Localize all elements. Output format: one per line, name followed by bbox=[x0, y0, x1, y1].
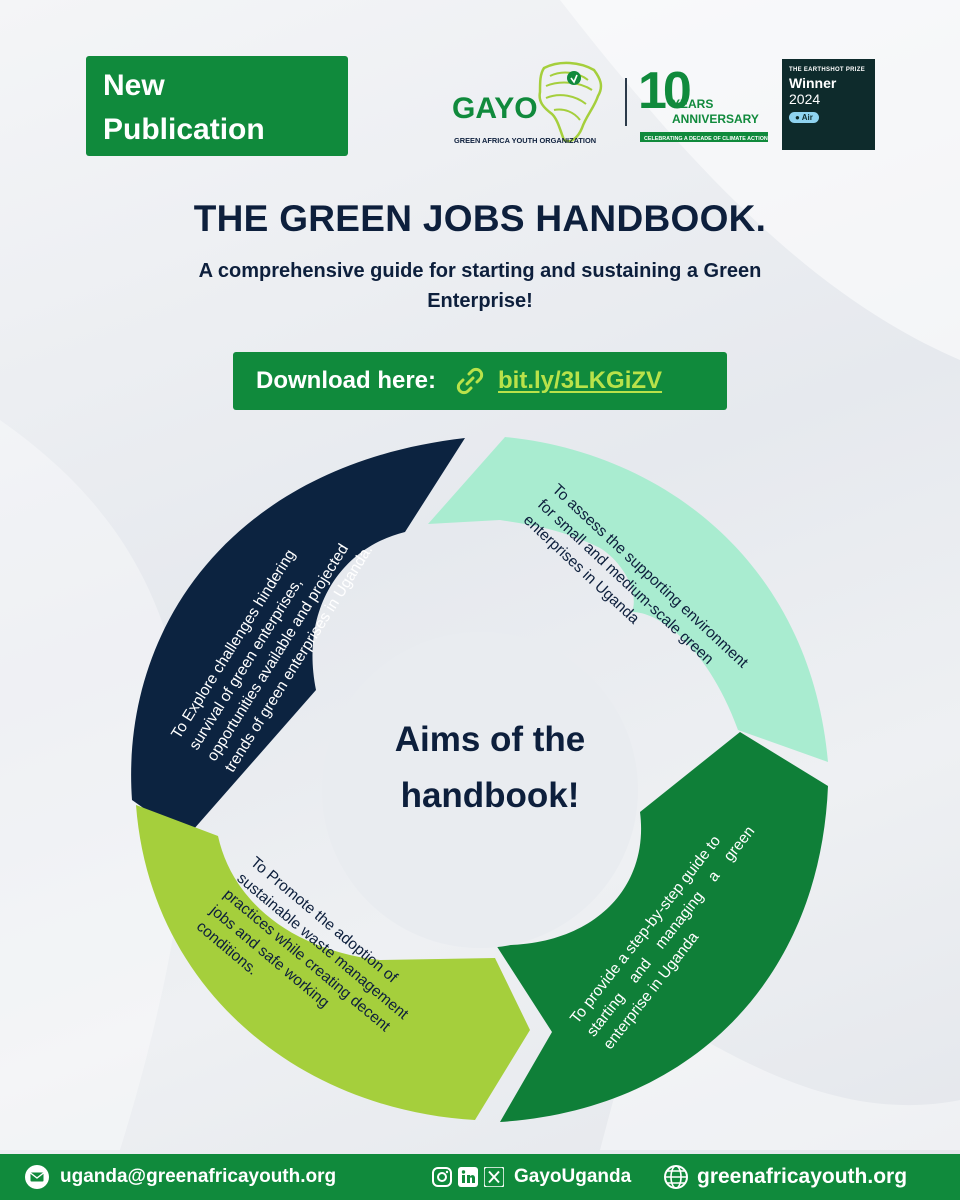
africa-map-icon bbox=[538, 61, 603, 143]
anniversary-years: YEARS bbox=[672, 97, 713, 111]
segment-guide bbox=[496, 732, 828, 1122]
mail-icon bbox=[25, 1165, 49, 1189]
anniversary-word: ANNIVERSARY bbox=[672, 112, 759, 126]
badge-line-1: New bbox=[103, 69, 165, 102]
earthshot-prize-badge: THE EARTHSHOT PRIZE Winner 2024 ● Air bbox=[782, 59, 875, 150]
link-icon bbox=[456, 367, 484, 395]
download-link[interactable]: bit.ly/3LKGiZV bbox=[498, 367, 663, 394]
new-publication-badge: New Publication bbox=[86, 56, 348, 156]
aims-center-title: Aims of the handbook! bbox=[394, 720, 586, 815]
globe-icon bbox=[664, 1165, 688, 1189]
gayo-tagline: GREEN AFRICA YOUTH ORGANIZATION bbox=[454, 136, 596, 145]
download-banner[interactable]: Download here: bit.ly/3LKGiZV bbox=[233, 352, 727, 410]
segment-explore bbox=[131, 438, 465, 838]
footer-social-handle[interactable]: GayoUganda bbox=[514, 1166, 632, 1187]
badge-line-2: Publication bbox=[103, 113, 265, 146]
earthshot-category-label: Air bbox=[801, 113, 813, 122]
anniversary-number: 10 bbox=[638, 62, 690, 120]
segment-assess bbox=[428, 437, 828, 762]
footer-email-text[interactable]: uganda@greenafricayouth.org bbox=[60, 1166, 337, 1187]
earthshot-year: 2024 bbox=[789, 91, 821, 107]
footer-website-text[interactable]: greenafricayouth.org bbox=[697, 1165, 908, 1188]
anniversary-banner: CELEBRATING A DECADE OF CLIMATE ACTION bbox=[644, 136, 768, 142]
download-label: Download here: bbox=[256, 367, 437, 394]
footer-social[interactable]: GayoUganda bbox=[432, 1166, 631, 1188]
footer-email[interactable]: uganda@greenafricayouth.org bbox=[24, 1164, 336, 1190]
page-title: THE GREEN JOBS HANDBOOK. bbox=[193, 198, 767, 239]
gayo-logo: GAYO GREEN AFRICA YOUTH ORGANIZATION bbox=[452, 61, 603, 145]
ten-years-anniversary-logo: 10 YEARS ANNIVERSARY CELEBRATING A DECAD… bbox=[638, 62, 768, 142]
footer-bar: uganda@greenafricayouth.org GayoUganda g… bbox=[0, 1154, 960, 1200]
segment-promote bbox=[136, 805, 530, 1120]
page-subtitle: A comprehensive guide for starting and s… bbox=[198, 260, 762, 312]
logo-divider bbox=[625, 78, 627, 126]
earthshot-label: THE EARTHSHOT PRIZE bbox=[789, 67, 866, 73]
footer-website[interactable]: greenafricayouth.org bbox=[663, 1164, 907, 1190]
instagram-icon[interactable] bbox=[432, 1167, 452, 1187]
gayo-wordmark: GAYO bbox=[452, 92, 538, 125]
earthshot-category: ● Air bbox=[789, 112, 819, 123]
x-icon[interactable] bbox=[484, 1167, 504, 1187]
linkedin-icon[interactable] bbox=[458, 1167, 478, 1187]
aims-cycle-diagram bbox=[131, 437, 828, 1122]
earthshot-status: Winner bbox=[789, 75, 837, 91]
